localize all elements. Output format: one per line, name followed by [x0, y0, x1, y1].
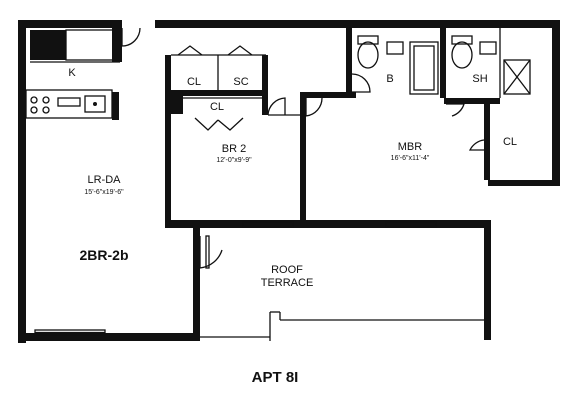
- bath-label: B: [386, 73, 393, 85]
- closet-mbr-label: CL: [503, 136, 517, 148]
- bedroom-2-label: BR 2: [222, 143, 246, 155]
- shower-label: SH: [472, 73, 487, 85]
- roof-terrace-label-line1: ROOF: [271, 264, 303, 276]
- bedroom-2-dimensions: 12'-0"x9'-9": [216, 157, 252, 164]
- living-dining-dimensions: 15'-6"x19'-6": [84, 189, 124, 196]
- living-dining-label: LR-DA: [87, 174, 121, 186]
- master-bedroom-dimensions: 16'-6"x11'-4": [391, 155, 430, 162]
- roof-terrace-label-line2: TERRACE: [261, 277, 314, 289]
- storage-closet-label: SC: [233, 76, 248, 88]
- master-bedroom-label: MBR: [398, 141, 423, 153]
- unit-type-label: 2BR-2b: [79, 247, 128, 263]
- closets-top: CL SC CL: [165, 45, 268, 225]
- roof-terrace: ROOF TERRACE: [199, 235, 484, 341]
- kitchen: K: [25, 27, 141, 120]
- master-bedroom: MBR 16'-6"x11'-4" CL: [300, 92, 517, 228]
- closet-top-left-label: CL: [187, 76, 201, 88]
- apartment-title: APT 8I: [252, 369, 299, 386]
- closet-br2-label: CL: [210, 101, 224, 113]
- bath: B: [346, 28, 446, 98]
- shower-bath: SH: [446, 28, 531, 117]
- kitchen-label: K: [68, 67, 76, 79]
- bedroom-2: BR 2 12'-0"x9'-9": [165, 97, 491, 228]
- exterior-walls: [18, 20, 560, 343]
- living-dining: LR-DA 15'-6"x19'-6" 2BR-2b: [34, 174, 129, 336]
